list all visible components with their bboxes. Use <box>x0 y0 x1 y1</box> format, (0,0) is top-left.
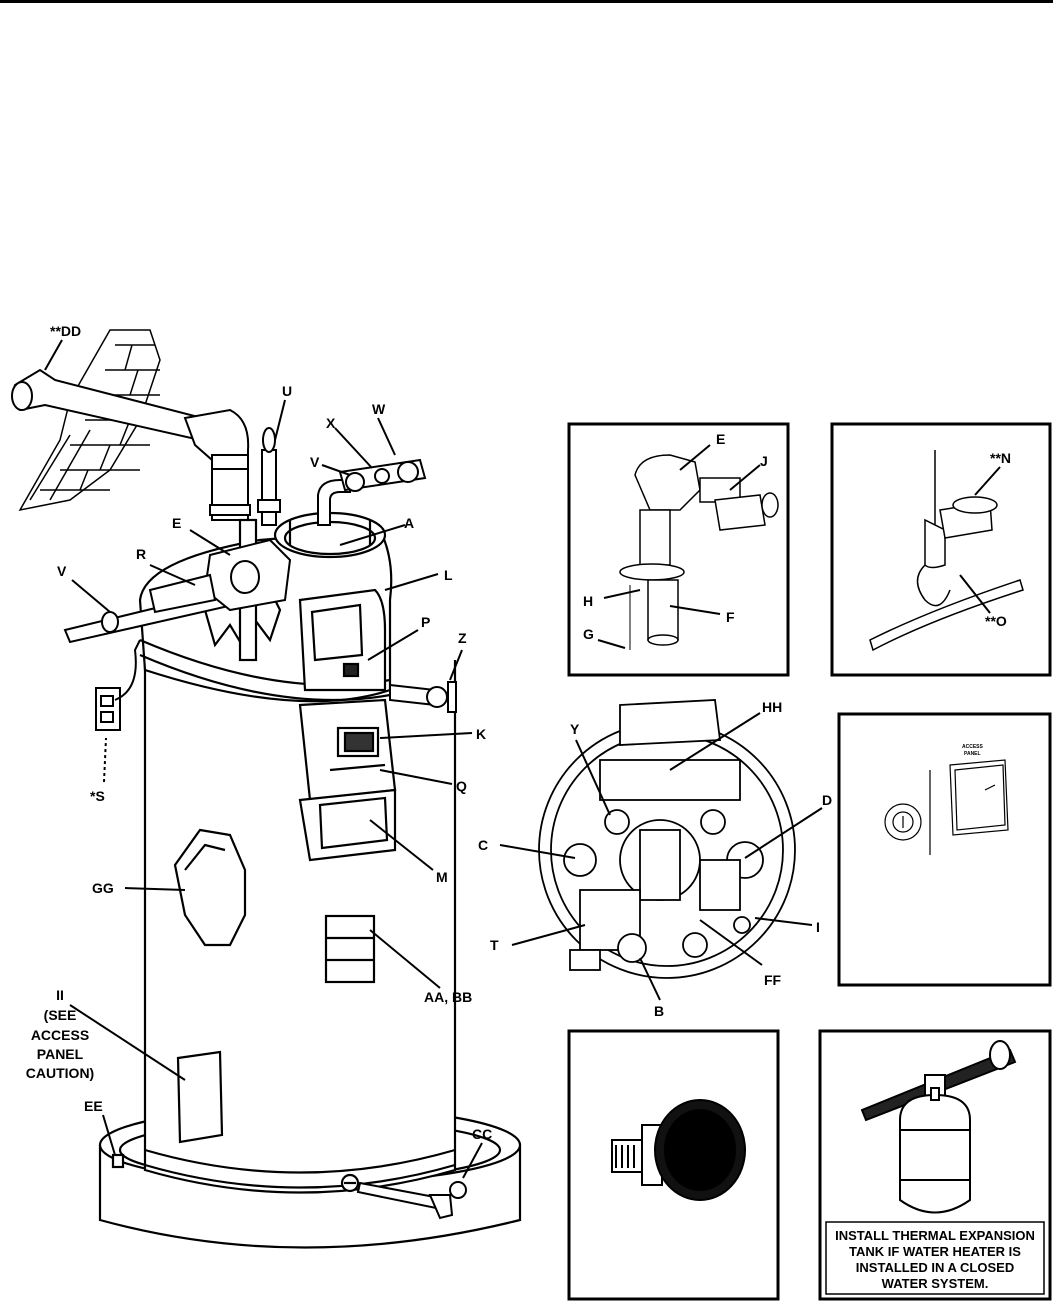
label-ii-5: CAUTION) <box>26 1065 94 1081</box>
inset-top-view <box>538 699 796 979</box>
label-z: Z <box>458 630 467 646</box>
top-piping <box>63 427 467 1220</box>
inset-expansion-tank <box>818 1029 1052 1301</box>
leader-lines <box>44 339 1001 1179</box>
access-panel-text-2: PANEL <box>964 751 981 757</box>
label-b: B <box>654 1003 664 1019</box>
label-ii-3: ACCESS <box>31 1027 89 1043</box>
label-f: F <box>726 609 735 625</box>
label-u: U <box>282 383 292 399</box>
label-h: H <box>583 593 593 609</box>
tank-body <box>98 511 522 1249</box>
access-panel-text-1: ACCESS <box>962 744 984 750</box>
label-o: **O <box>985 613 1007 629</box>
label-hh: HH <box>762 699 782 715</box>
label-i: I <box>816 919 820 935</box>
label-w: W <box>372 401 386 417</box>
label-e-main: E <box>172 515 181 531</box>
label-ii-2: (SEE <box>44 1007 77 1023</box>
top-rule <box>0 0 1053 3</box>
label-k: K <box>476 726 486 742</box>
label-x: X <box>326 415 336 431</box>
label-l: L <box>444 567 453 583</box>
label-n: **N <box>990 450 1011 466</box>
label-dd: **DD <box>50 323 81 339</box>
label-s: *S <box>90 788 105 804</box>
label-q: Q <box>456 778 467 794</box>
label-v-top: V <box>310 454 320 470</box>
label-ee: EE <box>84 1098 103 1114</box>
label-e-inset: E <box>716 431 725 447</box>
label-j: J <box>760 453 768 469</box>
label-ff: FF <box>764 972 782 988</box>
note-line-3: INSTALLED IN A CLOSED <box>856 1260 1014 1275</box>
label-t: T <box>490 937 499 953</box>
label-y: Y <box>570 721 580 737</box>
label-m: M <box>436 869 448 885</box>
vent-pipe <box>11 368 251 521</box>
inset-blower-assembly <box>567 422 790 677</box>
label-r: R <box>136 546 146 562</box>
label-g: G <box>583 626 594 642</box>
inset-drain-knob <box>567 1029 780 1301</box>
label-gg: GG <box>92 880 114 896</box>
inset-condensate-elbow <box>830 422 1052 677</box>
label-cc: CC <box>472 1126 492 1142</box>
label-d: D <box>822 792 832 808</box>
label-ii-1: II <box>56 987 64 1003</box>
note-line-4: WATER SYSTEM. <box>882 1276 989 1291</box>
label-p: P <box>421 614 430 630</box>
label-v-left: V <box>57 563 67 579</box>
callout-labels: **DD U W X V E A R L V P Z K *S Q M GG A… <box>26 323 1011 1142</box>
label-ii-4: PANEL <box>37 1046 84 1062</box>
label-aa-bb: AA, BB <box>424 989 472 1005</box>
note-line-2: TANK IF WATER HEATER IS <box>849 1244 1021 1259</box>
expansion-tank-note: INSTALL THERMAL EXPANSION TANK IF WATER … <box>835 1228 1035 1291</box>
note-line-1: INSTALL THERMAL EXPANSION <box>835 1228 1035 1243</box>
label-c: C <box>478 837 488 853</box>
inset-access-panel <box>837 712 1052 987</box>
label-a: A <box>404 515 414 531</box>
